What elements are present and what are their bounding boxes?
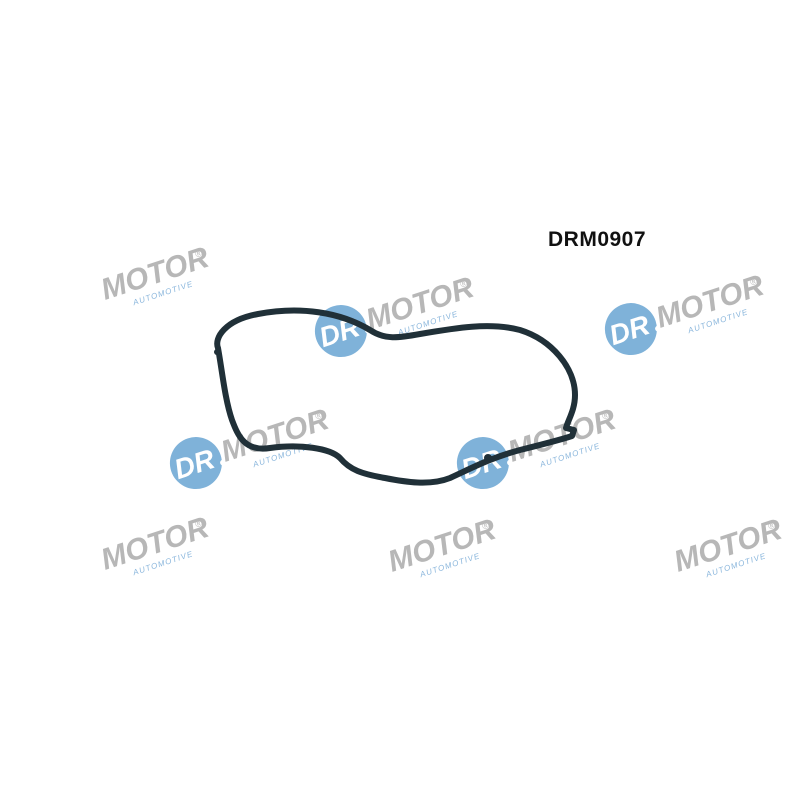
watermark-logo bbox=[96, 240, 216, 316]
part-number-label: DRM0907 bbox=[548, 228, 647, 251]
watermark-logo bbox=[383, 512, 503, 588]
watermark-logo bbox=[598, 261, 771, 362]
gasket bbox=[214, 307, 578, 486]
gasket-tab bbox=[484, 454, 492, 462]
watermark-logo bbox=[669, 512, 789, 588]
gasket-tab bbox=[214, 349, 220, 355]
gasket-ring bbox=[214, 307, 578, 486]
watermark-logo bbox=[96, 510, 216, 586]
